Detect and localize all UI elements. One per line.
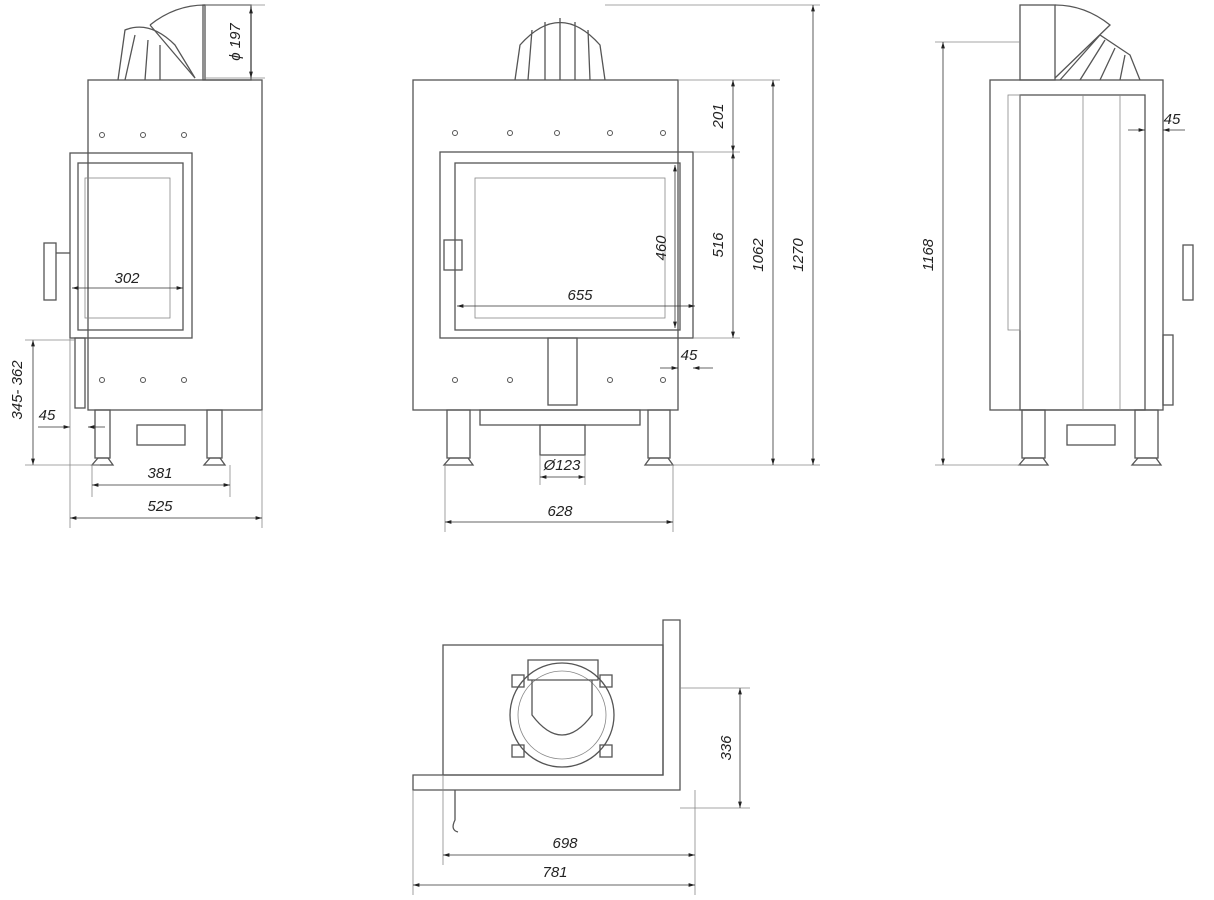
left-side-view: ϕ 197 302 345- 362 45 381 525 [9, 4, 265, 528]
right-offset-label: 45 [1164, 111, 1181, 128]
flue-height-label: 1168 [920, 238, 937, 271]
front-width-label: 628 [547, 503, 573, 520]
top-view: 336 698 781 [412, 619, 750, 895]
depth-label: 336 [718, 735, 735, 761]
flue-diameter-label: ϕ 197 [227, 23, 244, 61]
left-width-label: 525 [147, 498, 173, 515]
right-side-view: 1168 45 [920, 4, 1194, 466]
air-inlet-label: Ø123 [543, 457, 581, 474]
total-width-label: 781 [542, 864, 567, 881]
left-glass-width-label: 302 [114, 270, 140, 287]
front-glass-width-label: 655 [567, 287, 593, 304]
door-height-label: 516 [710, 232, 727, 258]
total-height-label: 1270 [790, 238, 807, 272]
body-height-label: 1062 [750, 238, 767, 272]
front-view: 201 516 1062 1270 460 655 45 Ø123 628 [412, 4, 820, 532]
front-offset-label: 45 [681, 347, 698, 364]
top-width-label: 698 [552, 835, 578, 852]
leg-height-label: 345- 362 [9, 360, 26, 420]
top-to-door-label: 201 [710, 103, 727, 129]
glass-height-label: 460 [653, 235, 670, 261]
leg-spacing-label: 381 [147, 465, 172, 482]
left-offset-label: 45 [39, 407, 56, 424]
